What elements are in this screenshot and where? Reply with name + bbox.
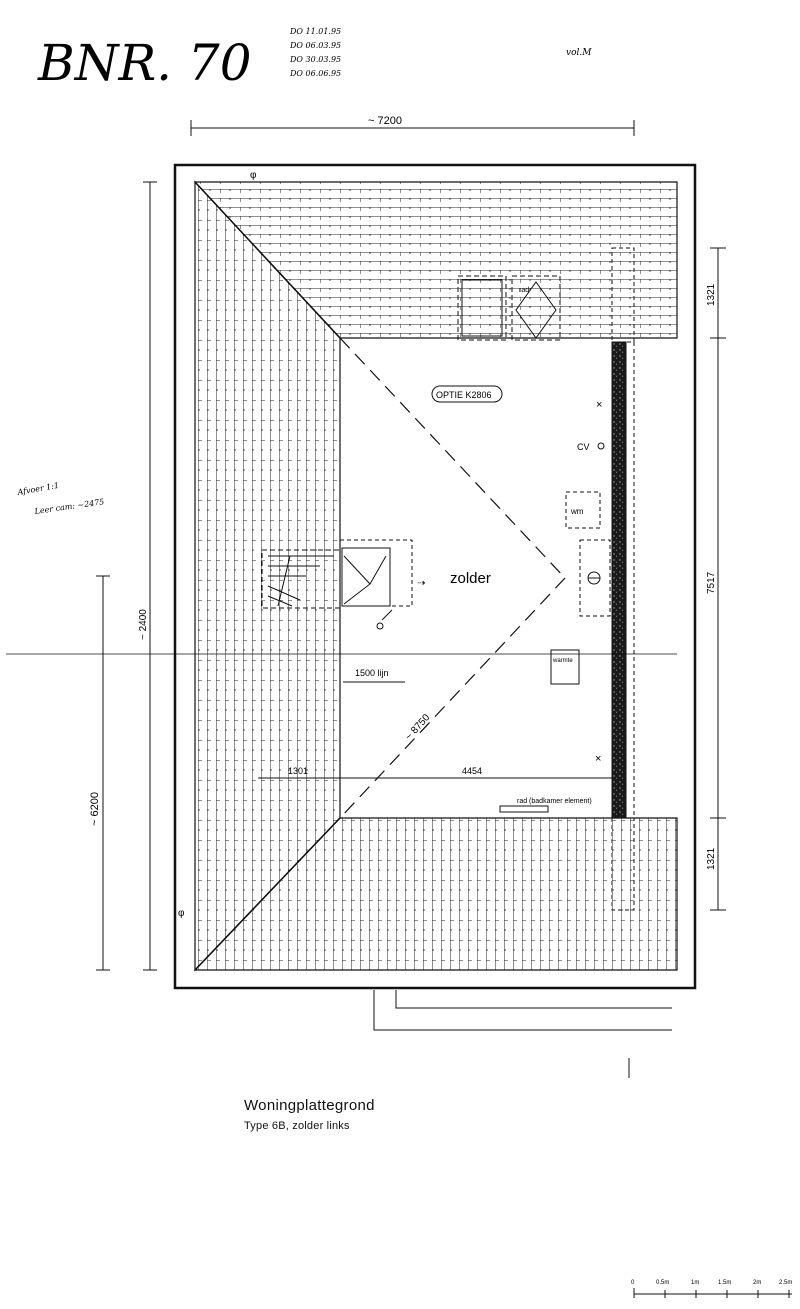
skylight-rad-label: rad [519,287,529,294]
dimension-left [96,181,157,971]
option-badge [431,385,503,403]
marker-phi: φ [178,908,185,919]
stair-opening [339,539,413,630]
cv-label: CV [577,442,590,452]
hip-line [194,817,341,971]
chimney-wall [611,341,627,819]
heater-label: warmte [552,658,573,664]
side-note: Afvoer 1:1 [16,481,60,497]
skylight-right [511,275,561,341]
scale-bar [633,1288,792,1298]
dimension-right [710,247,726,911]
caption-title: Woningplattegrond [244,1097,375,1114]
dimension-top-width [190,120,635,136]
dimension-label: 1321 [706,283,717,306]
revision-date: DO 06.06.95 [289,69,341,78]
caption-subtitle: Type 6B, zolder links [244,1120,350,1132]
dimension-label: ~ 2400 [138,609,149,640]
room-name: zolder [450,570,491,587]
corner-note: vol.M [566,48,592,58]
line-1500-label: 1500 lijn [355,668,389,678]
cv-unit-icon [597,442,605,450]
dimension-label: 4454 [462,766,482,776]
radiator-label: rad (badkamer element) [517,798,592,805]
staircase [261,549,341,609]
scale-tick-label: 0 [631,1280,635,1286]
skylight-left [457,275,507,341]
dimension-label: ~ 6200 [89,792,101,826]
dimension-bottom-inner [258,772,612,784]
scale-tick-label: 1.5m [718,1280,731,1286]
scale-tick-label: 1m [691,1280,699,1286]
drawing-caption: Woningplattegrond Type 6B, zolder links [244,1097,375,1132]
revision-date: DO 30.03.95 [289,55,341,64]
dimension-label: 7517 [706,571,717,594]
scale-bar-labels: 0 0.5m 1m 1.5m 2m 2.5m [631,1280,792,1286]
mark-x: × [596,399,602,411]
scale-tick-label: 2.5m [779,1280,792,1286]
dimension-label: 1321 [706,847,717,870]
revision-date: DO 11.01.95 [289,27,341,36]
chimney-duct [611,247,635,911]
dimension-label: 1301 [288,766,308,776]
lower-outline [373,990,672,1078]
annotation-arrow: ⇢ [417,578,425,589]
washing-machine [565,491,601,529]
radiator [499,805,549,813]
dimension-label: ~ 7200 [368,115,402,127]
revision-dates: DO 11.01.95 DO 06.03.95 DO 30.03.95 DO 0… [289,27,341,78]
scale-tick-label: 2m [753,1280,761,1286]
mark-x: × [595,753,601,765]
option-label: OPTIE K2806 [436,390,492,400]
hip-line [194,181,341,339]
dimension-label: ~ 8750 [403,712,432,743]
roof-outline [173,163,697,990]
marker-phi: φ [250,170,257,181]
sheet-code: BNR. 70 [37,34,252,92]
revision-date: DO 06.03.95 [289,41,341,50]
scale-tick-label: 0.5m [656,1280,669,1286]
heater-unit [550,649,580,685]
sink-icon [579,539,611,617]
wm-label: wm [570,507,584,516]
side-note: Leer cam: ~2475 [33,497,105,516]
